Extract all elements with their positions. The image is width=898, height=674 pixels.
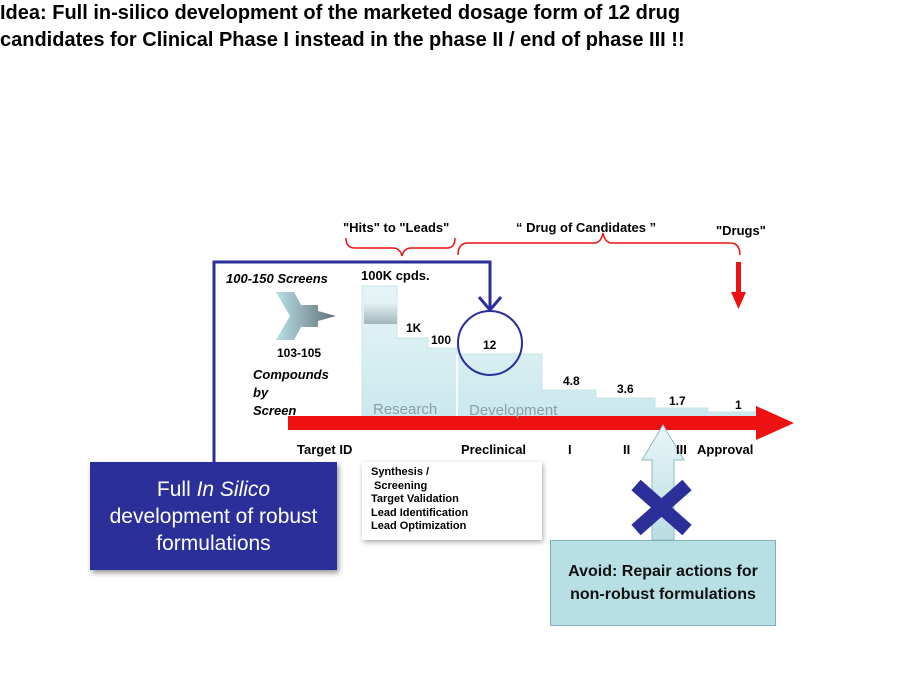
stage-approval: Approval [697,442,754,457]
drug-of-candidates-label: “ Drug of Candidates ” [516,220,657,235]
funnel-step-1k: 1K [406,321,422,335]
hits-to-leads-label: "Hits" to "Leads" [343,220,450,235]
screens-label: 100-150 Screens [226,271,328,286]
activity-item: Screening [371,479,428,492]
activity-item: Synthesis / [371,466,430,478]
stage-preclinical: Preclinical [461,442,527,457]
compounds-range-label: 103-105 [277,346,322,360]
screening-shape-icon [276,292,336,340]
full-in-silico-box: Full In Silico development of robust for… [90,462,337,570]
activity-item: Lead Identification [371,506,469,519]
screen-stack [364,302,397,324]
avoid-box: Avoid: Repair actions for non-robust for… [550,540,776,626]
activity-item: Target Validation [371,493,459,505]
stage-phase-ii: II [623,442,631,457]
activity-item: Lead Optimization [371,520,467,532]
research-activities-box: Synthesis / Screening Target Validation … [362,462,542,540]
candidate-circle [457,310,523,376]
slide-title: Idea: Full in-silico development of the … [0,0,800,54]
full-in-silico-line-3: formulations [156,531,271,555]
avoid-line-1: Avoid: Repair actions for [568,563,758,580]
funnel-step-4-8: 4.8 [563,374,580,388]
title-line-2: candidates for Clinical Phase I instead … [0,29,685,51]
funnel-step-1: 1 [735,398,742,412]
bracket-hits-to-leads [345,237,456,257]
full-in-silico-line-1: Full In Silico [156,477,271,501]
research-label: Research [373,401,438,418]
stage-phase-i: I [568,442,572,457]
stage-target-id: Target ID [297,442,353,457]
full-in-silico-line-2: development of robust [109,504,318,528]
timeline-arrow-head [756,406,794,440]
compounds-by-screen-label: Compounds by Screen [253,367,329,418]
development-label: Development [469,402,558,419]
in-silico-connector [212,260,492,462]
title-line-1: Idea: Full in-silico development of the … [0,2,681,24]
funnel-start-label: 100K cpds. [361,268,430,283]
drugs-label: "Drugs" [716,223,766,238]
avoid-line-2: non-robust formulations [570,586,756,603]
bracket-drug-candidates [457,232,741,256]
funnel-step-12: 12 [483,338,497,352]
cross-icon [631,479,692,536]
drugs-arrow-shaft [736,262,741,292]
funnel-step-1-7: 1.7 [669,394,686,408]
drugs-arrow-head [731,292,746,309]
stage-phase-iii: III [676,442,687,457]
timeline-arrow-shaft [288,416,758,430]
funnel-step-3-6: 3.6 [617,382,634,396]
funnel-step-100: 100 [431,333,452,347]
